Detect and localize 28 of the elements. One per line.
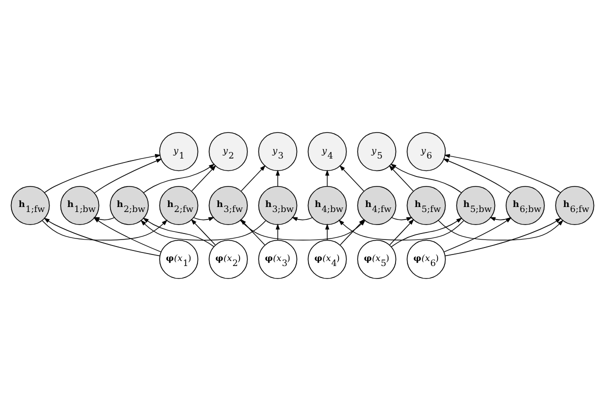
arrow	[292, 216, 313, 221]
arrow	[190, 218, 216, 245]
arrow	[193, 216, 214, 221]
arrow	[389, 218, 414, 245]
arrow	[388, 164, 414, 191]
arrow	[140, 219, 266, 240]
arrow	[325, 169, 330, 186]
arrow	[490, 216, 511, 221]
arrow	[94, 158, 162, 193]
arrow	[142, 217, 214, 246]
arrow	[391, 216, 412, 221]
arrow	[191, 164, 216, 191]
arrow	[444, 153, 561, 192]
arrow	[240, 164, 266, 191]
arrow	[444, 216, 512, 252]
arrow	[276, 169, 280, 186]
arrow	[442, 158, 511, 193]
arrow	[276, 223, 280, 240]
arrow	[339, 164, 364, 191]
arrow	[390, 217, 462, 247]
arrow	[240, 218, 266, 245]
arrow	[438, 219, 564, 240]
arrow	[390, 163, 462, 193]
arrow	[325, 223, 330, 240]
arrow	[44, 153, 161, 192]
arrow	[143, 163, 215, 193]
arrow	[42, 219, 168, 240]
arrow	[444, 217, 562, 256]
